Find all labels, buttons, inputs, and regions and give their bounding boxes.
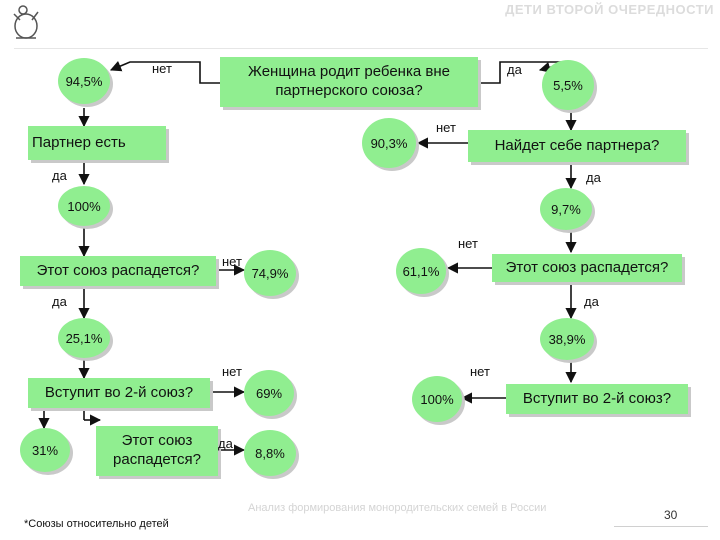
label-no: нет <box>222 364 242 379</box>
label-no: нет <box>436 120 456 135</box>
percent-label: 100% <box>67 198 101 214</box>
node-69: 69% <box>244 370 294 416</box>
percent-label: 31% <box>31 442 59 458</box>
question-text: Вступит во 2-й союз? <box>522 389 672 407</box>
question-second-union-left: Вступит во 2-й союз? <box>28 378 210 408</box>
percent-label: 94,5% <box>65 73 103 89</box>
label-yes: да <box>584 294 599 309</box>
question-breakup-left: Этот союз распадется? <box>20 256 216 286</box>
node-90-3: 90,3% <box>362 118 416 168</box>
question-text: Этот союз распадется? <box>36 261 200 279</box>
header-divider <box>14 48 708 49</box>
question-text: Вступит во 2-й союз? <box>44 383 194 401</box>
source-footer: Анализ формирования монородительских сем… <box>248 502 547 514</box>
node-38-9: 38,9% <box>540 318 594 360</box>
label-no: нет <box>222 254 242 269</box>
figure-logo-icon <box>13 5 39 39</box>
percent-label: 5,5% <box>553 77 583 93</box>
percent-label: 74,9% <box>251 265 289 281</box>
question-breakup-bottom: Этот союз распадется? <box>96 426 218 476</box>
footnote: *Союзы относительно детей <box>24 518 169 530</box>
node-61-1: 61,1% <box>396 248 446 294</box>
label-yes: да <box>218 436 233 451</box>
node-5-5: 5,5% <box>542 60 594 110</box>
percent-label: 69% <box>255 385 283 401</box>
percent-label: 8,8% <box>255 445 285 461</box>
page-number: 30 <box>664 508 678 522</box>
percent-label: 25,1% <box>65 330 103 346</box>
percent-label: 100% <box>420 391 454 407</box>
box-partner-exists: Партнер есть <box>28 126 166 160</box>
percent-label: 90,3% <box>370 135 408 151</box>
label-no: нет <box>458 236 478 251</box>
label-yes: да <box>507 62 522 77</box>
question-top: Женщина родит ребенка вне партнерского с… <box>220 57 478 107</box>
node-31: 31% <box>20 428 70 472</box>
label-yes: да <box>52 168 67 183</box>
question-breakup-right: Этот союз распадется? <box>492 254 682 282</box>
question-text: Этот союз распадется? <box>113 432 201 468</box>
label-no: нет <box>470 364 490 379</box>
label-yes: да <box>586 170 601 185</box>
question-text: Женщина родит ребенка вне партнерского с… <box>248 63 450 99</box>
percent-label: 9,7% <box>551 201 581 217</box>
percent-label: 61,1% <box>402 263 440 279</box>
node-74-9: 74,9% <box>244 250 296 296</box>
question-second-union-right: Вступит во 2-й союз? <box>506 384 688 414</box>
node-8-8: 8,8% <box>244 430 296 476</box>
label-no: нет <box>152 61 172 76</box>
node-100-right: 100% <box>412 376 462 422</box>
page-title: ДЕТИ ВТОРОЙ ОЧЕРЕДНОСТИ <box>505 2 714 17</box>
page-number-divider <box>614 526 708 527</box>
node-94-5: 94,5% <box>58 58 110 104</box>
label-yes: да <box>52 294 67 309</box>
box-text: Партнер есть <box>32 133 126 151</box>
question-text: Этот союз распадется? <box>505 258 669 276</box>
node-100-left: 100% <box>58 186 110 226</box>
percent-label: 38,9% <box>548 331 586 347</box>
question-text: Найдет себе партнера? <box>494 136 660 154</box>
question-find-partner: Найдет себе партнера? <box>468 130 686 162</box>
node-25-1: 25,1% <box>58 318 110 358</box>
node-9-7: 9,7% <box>540 188 592 230</box>
